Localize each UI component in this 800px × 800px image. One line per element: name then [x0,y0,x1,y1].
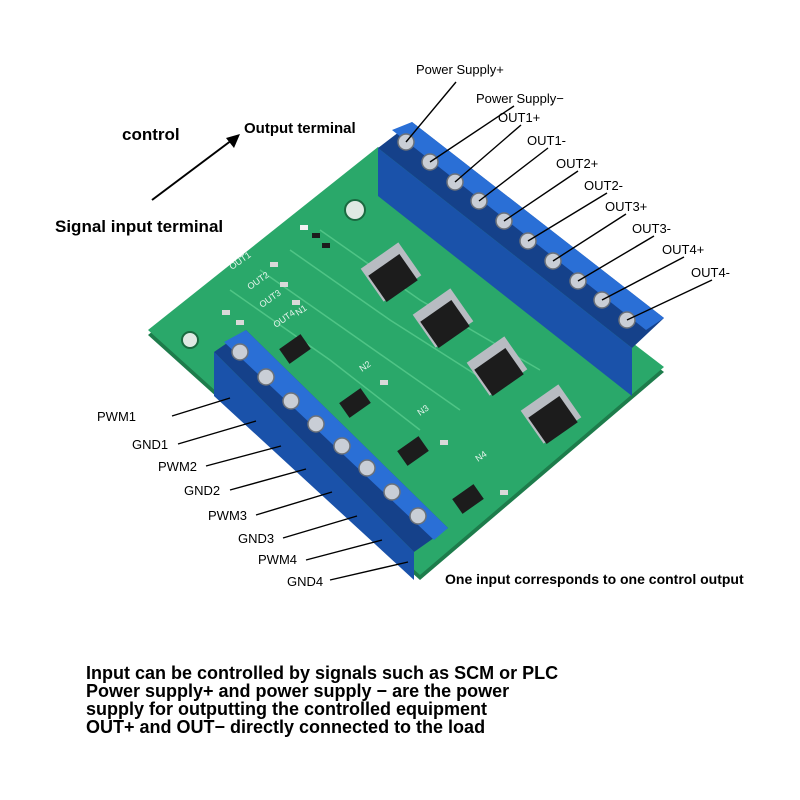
pin-gnd1: GND1 [132,437,169,452]
note-line: OUT+ and OUT− directly connected to the … [86,717,486,737]
optocoupler-chips [279,334,484,514]
pin-out4-minus: OUT4- [691,265,730,280]
pin-out2-plus: OUT2+ [556,156,599,171]
pin-pwm4: PWM4 [258,552,297,567]
description-notes: Input can be controlled by signals such … [86,664,558,736]
pin-pwm3: PWM3 [208,508,247,523]
signal-input-terminal-label: Signal input terminal [55,217,224,236]
mosfets [360,242,582,445]
control-label: control [122,125,180,144]
pin-out3-plus: OUT3+ [605,199,648,214]
smd-components [222,225,508,495]
input-terminal-block [214,330,448,580]
pin-gnd3: GND3 [238,531,275,546]
pin-out4-plus: OUT4+ [662,242,705,257]
output-terminal-label: Output terminal [244,120,356,137]
pin-out2-minus: OUT2- [584,178,623,193]
pin-power-supply-plus: Power Supply+ [416,62,504,77]
pin-gnd4: GND4 [287,574,324,589]
pin-out3-minus: OUT3- [632,221,671,236]
input-screws [231,343,427,525]
pcb-board [148,147,664,580]
note-line: Power supply+ and power supply − are the… [86,681,510,701]
pin-power-supply-minus: Power Supply− [476,91,564,106]
pin-gnd2: GND2 [184,483,221,498]
output-terminal-block [378,122,664,396]
direction-arrow [151,134,240,201]
note-line: Input can be controlled by signals such … [86,663,559,683]
correspondence-note: One input corresponds to one control out… [445,571,744,587]
pin-pwm1: PWM1 [97,409,136,424]
pin-pwm2: PWM2 [158,459,197,474]
input-leader-lines [171,397,409,581]
pin-out1-minus: OUT1- [527,133,566,148]
pin-out1-plus: OUT1+ [498,110,541,125]
note-line: supply for outputting the controlled equ… [86,699,487,719]
output-leader-lines [405,81,713,321]
